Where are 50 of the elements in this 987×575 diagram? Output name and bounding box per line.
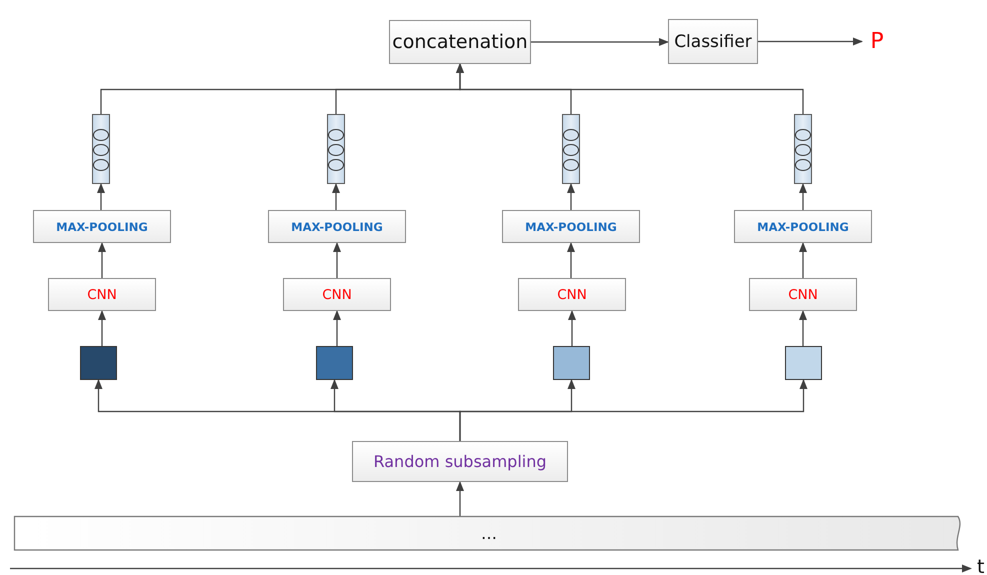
box-label: CNN (87, 286, 117, 302)
arrow (799, 242, 807, 278)
process-box (389, 20, 531, 64)
process-box (352, 441, 568, 482)
axis-label: t (977, 556, 984, 575)
output-label: P (870, 28, 884, 54)
box-label: Random subsampling (373, 452, 547, 471)
box-label: CNN (788, 286, 818, 302)
layer-box (502, 210, 640, 243)
box-label: concatenation (392, 31, 528, 53)
arrow (531, 38, 669, 46)
arrow (799, 183, 807, 210)
arrow (98, 310, 106, 346)
layer-box (48, 278, 156, 311)
feature-vector (327, 114, 345, 184)
layer-box (749, 278, 857, 311)
signal-square (785, 346, 822, 380)
layer-box (518, 278, 626, 311)
layer-box (268, 210, 406, 243)
feature-vector (794, 114, 812, 184)
arrow (332, 183, 340, 210)
arrow (97, 183, 105, 210)
box-label: CNN (322, 286, 352, 302)
arrow (758, 38, 863, 46)
layer-box (283, 278, 391, 311)
ellipsis-text: … (481, 524, 497, 543)
box-label: Classifier (674, 32, 752, 52)
signal-square (80, 346, 117, 380)
process-box (668, 19, 758, 64)
arrow (568, 310, 576, 346)
arrow (98, 242, 106, 278)
box-label: CNN (557, 286, 587, 302)
arrow (567, 183, 575, 210)
arrow (456, 63, 804, 114)
arrow (567, 242, 575, 278)
arrow (459, 379, 808, 441)
signal-square (316, 346, 353, 380)
layer-box (734, 210, 872, 243)
box-label: MAX-POOLING (757, 220, 849, 234)
box-label: MAX-POOLING (525, 220, 617, 234)
signal-square (553, 346, 590, 380)
layer-box (33, 210, 171, 243)
arrow (456, 481, 464, 516)
feature-vector (562, 114, 580, 184)
arrow (333, 242, 341, 278)
feature-vector (92, 114, 110, 184)
arrow (333, 310, 341, 346)
box-label: MAX-POOLING (56, 220, 148, 234)
arrow (799, 310, 807, 346)
box-label: MAX-POOLING (291, 220, 383, 234)
